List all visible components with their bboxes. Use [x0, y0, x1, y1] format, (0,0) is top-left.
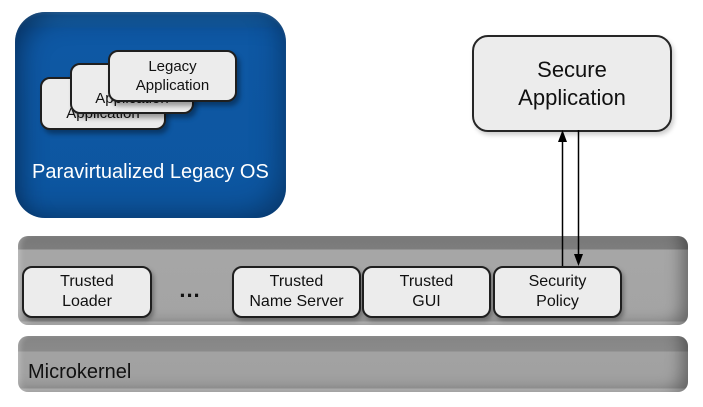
secure-application-label-line2: Application	[518, 84, 626, 110]
trusted-gui-box: Trusted GUI	[362, 266, 491, 318]
legacy-app-box-front: Legacy Application	[108, 50, 237, 102]
security-policy-box: Security Policy	[493, 266, 622, 318]
secure-application-label-line1: Secure	[537, 56, 607, 82]
trusted-loader-box: Trusted Loader	[22, 266, 152, 318]
ellipsis-dots: ...	[179, 277, 201, 302]
trusted-name-server-box: Trusted Name Server	[232, 266, 361, 318]
trusted-name-server-label-line2: Name Server	[249, 293, 344, 310]
legacy-os-box: Legacy Application Legacy Application Le…	[15, 12, 286, 218]
trusted-loader-label-line1: Trusted	[60, 273, 114, 290]
legacy-app-label-line2: Application	[135, 77, 210, 94]
microkernel-bar: Microkernel	[18, 336, 688, 392]
legacy-app-label-line1: Legacy	[148, 58, 197, 75]
security-policy-label-line2: Policy	[536, 293, 579, 310]
trusted-loader-label-line2: Loader	[62, 293, 112, 310]
security-policy-label-line1: Security	[528, 273, 587, 290]
trusted-services-bar: Trusted Loader ... Trusted Name Server T…	[18, 236, 688, 325]
trusted-gui-label-line2: GUI	[412, 293, 441, 310]
trusted-name-server-label-line1: Trusted	[269, 273, 324, 290]
trusted-gui-label-line1: Trusted	[399, 273, 454, 290]
microkernel-label: Microkernel	[28, 361, 132, 383]
legacy-os-label: Paravirtualized Legacy OS	[32, 161, 269, 183]
secure-application-box: Secure Application	[472, 35, 672, 132]
